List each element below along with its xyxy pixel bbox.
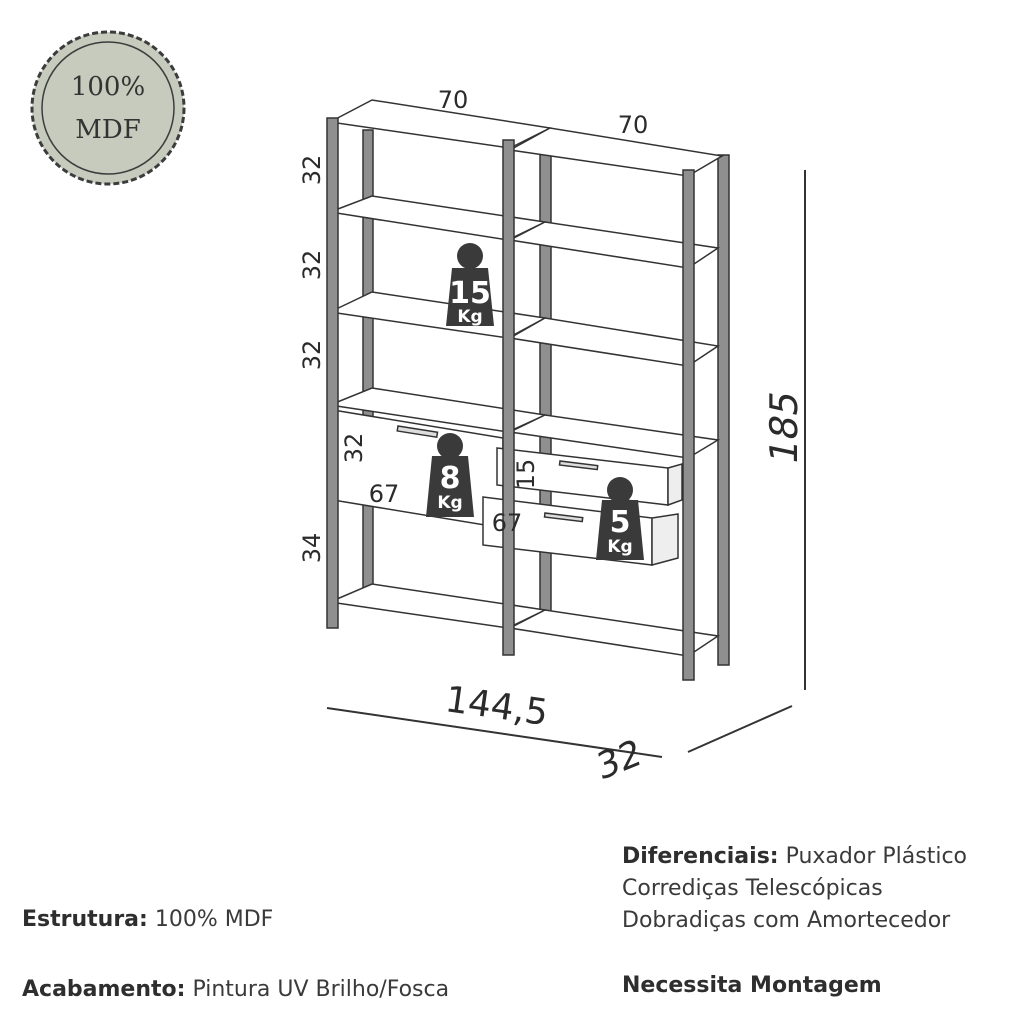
bookshelf-drawing: [326, 99, 730, 681]
spec-estrutura-value: 100% MDF: [154, 907, 274, 932]
seal-line1: 100%: [71, 72, 145, 102]
seal-line2: MDF: [75, 115, 141, 145]
dim-top-left: 70: [438, 86, 469, 114]
weight-unit: Kg: [607, 537, 632, 557]
spec-acabamento-value: Pintura UV Brilho/Fosca: [192, 977, 450, 1002]
spec-acabamento: Acabamento: Pintura UV Brilho/Fosca: [22, 977, 449, 1002]
weight-5kg-icon: 5 Kg: [596, 477, 644, 560]
spec-montagem: Necessita Montagem: [622, 973, 882, 998]
spec-estrutura: Estrutura: 100% MDF: [22, 907, 273, 932]
spec-diferenciais-label: Diferenciais:: [622, 844, 779, 869]
dimension-lines: [326, 170, 806, 758]
weight-value: 8: [440, 461, 461, 496]
dim-drawer-large-width: 67: [369, 480, 400, 508]
dim-drawer-large-height: 32: [340, 433, 368, 464]
dim-shelf-3: 32: [298, 340, 326, 371]
mdf-seal: 100% MDF: [30, 30, 186, 186]
dim-drawer-small-width: 67: [492, 509, 523, 537]
spec-estrutura-label: Estrutura:: [22, 907, 148, 932]
spec-diferenciais-line: Corrediças Telescópicas: [622, 876, 883, 901]
dim-shelf-1: 32: [298, 155, 326, 186]
spec-diferenciais-line: Puxador Plástico: [785, 844, 967, 869]
dim-shelf-2: 32: [298, 250, 326, 281]
dim-depth: 32: [593, 730, 644, 790]
weight-value: 5: [610, 505, 631, 540]
spec-diferenciais: Diferenciais: Puxador Plástico Corrediça…: [622, 841, 967, 937]
weight-unit: Kg: [457, 307, 482, 327]
dim-drawer-small-height: 15: [512, 459, 540, 490]
weight-8kg-icon: 8 Kg: [426, 433, 474, 517]
dim-shelf-4: 34: [298, 533, 326, 564]
dim-total-height: 185: [762, 386, 807, 468]
spec-acabamento-label: Acabamento:: [22, 977, 186, 1002]
weight-unit: Kg: [437, 493, 462, 513]
dim-top-right: 70: [618, 111, 649, 139]
spec-montagem-label: Necessita Montagem: [622, 973, 882, 998]
weight-value: 15: [449, 276, 491, 311]
spec-diferenciais-line: Dobradiças com Amortecedor: [622, 908, 951, 933]
weight-15kg-icon: 15 Kg: [446, 243, 494, 327]
dim-total-width: 144,5: [443, 679, 551, 734]
